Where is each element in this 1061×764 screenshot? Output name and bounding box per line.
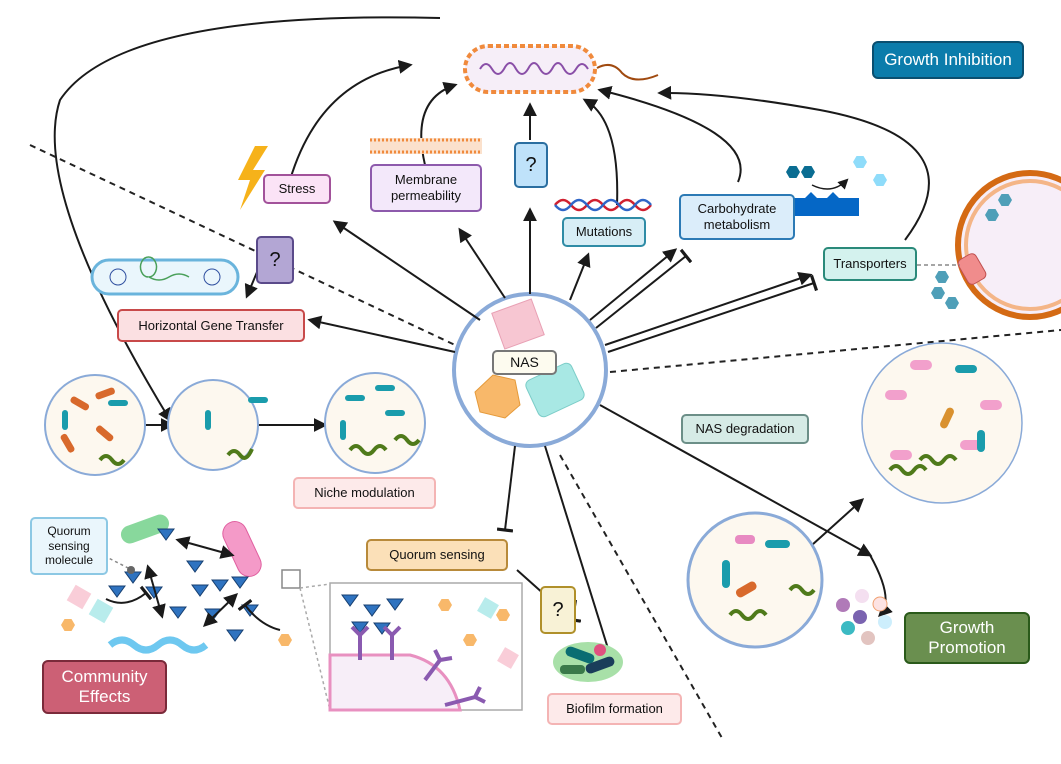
separator-line [29,144,456,346]
conjugation-icon [90,256,240,296]
inhibit-biofilm [544,445,619,659]
arrow-carbohydrate-bacterium [597,85,742,183]
stress-label: Stress [263,174,331,204]
dna-icon [554,198,652,212]
bacterium-illustration [463,44,659,94]
carbohydrate-metabolism-label: Carbohydrate metabolism [679,194,795,240]
quorum-community-illustration [61,514,301,654]
arrow-stress-bacterium [289,59,413,181]
lightning-icon [238,146,268,210]
metabolite-cluster-icon [836,589,892,645]
inhibit-carbohydrate [595,248,693,329]
unknown-hgt-box: ? [256,236,294,284]
growth-inhibition-badge: Growth Inhibition [872,41,1024,79]
icosahedron-icon [474,374,521,419]
arrow-to-community [811,498,865,546]
biofilm-icon [553,642,623,682]
horizontal-gene-transfer-label: Horizontal Gene Transfer [117,309,305,342]
inhibit-quorum [496,445,516,533]
biofilm-formation-label: Biofilm formation [547,693,682,725]
unknown-biofilm-box: ? [540,586,576,634]
arrow-to-hgt [307,315,456,353]
nas-degradation-label: NAS degradation [681,414,809,444]
mutations-label: Mutations [562,217,646,247]
niche-before-circle [44,374,146,476]
arrow-to-transporters [604,271,813,346]
arrow-niche-curve [53,16,441,423]
cube-icon [491,298,545,350]
nas-label: NAS [492,350,557,375]
enzyme-icon [786,156,887,216]
receptor-zoom-panel [299,582,523,712]
arrow-to-nas-degradation [599,404,873,557]
unknown-mechanism-box: ? [514,142,548,188]
community-after-circle [861,342,1023,504]
transporters-label: Transporters [823,247,917,281]
arrow-nas-deg-curve [869,554,893,617]
niche-modulation-label: Niche modulation [293,477,436,509]
niche-middle-circle [167,379,268,471]
inhibit-transporters [607,274,819,353]
niche-after-circle [324,372,426,474]
membrane-permeability-label: Membrane permeability [370,164,482,212]
membrane-icon [370,138,482,154]
community-before-circle [686,511,824,649]
arrow-to-carbohydrate [589,248,678,321]
quorum-sensing-label: Quorum sensing [366,539,508,571]
arrow-to-membrane [458,227,506,299]
growth-promotion-badge: Growth Promotion [904,612,1030,664]
arrow-to-stress [332,220,481,321]
arrow-transporters-bacterium [657,85,930,241]
community-effects-badge: Community Effects [42,660,167,714]
quorum-sensing-molecule-label: Quorum sensing molecule [30,517,108,575]
separator-line [609,329,1061,373]
arrow-mutations-bacterium [582,98,619,206]
cell-transporter-icon [910,170,1061,320]
arrow-to-mutations [569,252,591,301]
